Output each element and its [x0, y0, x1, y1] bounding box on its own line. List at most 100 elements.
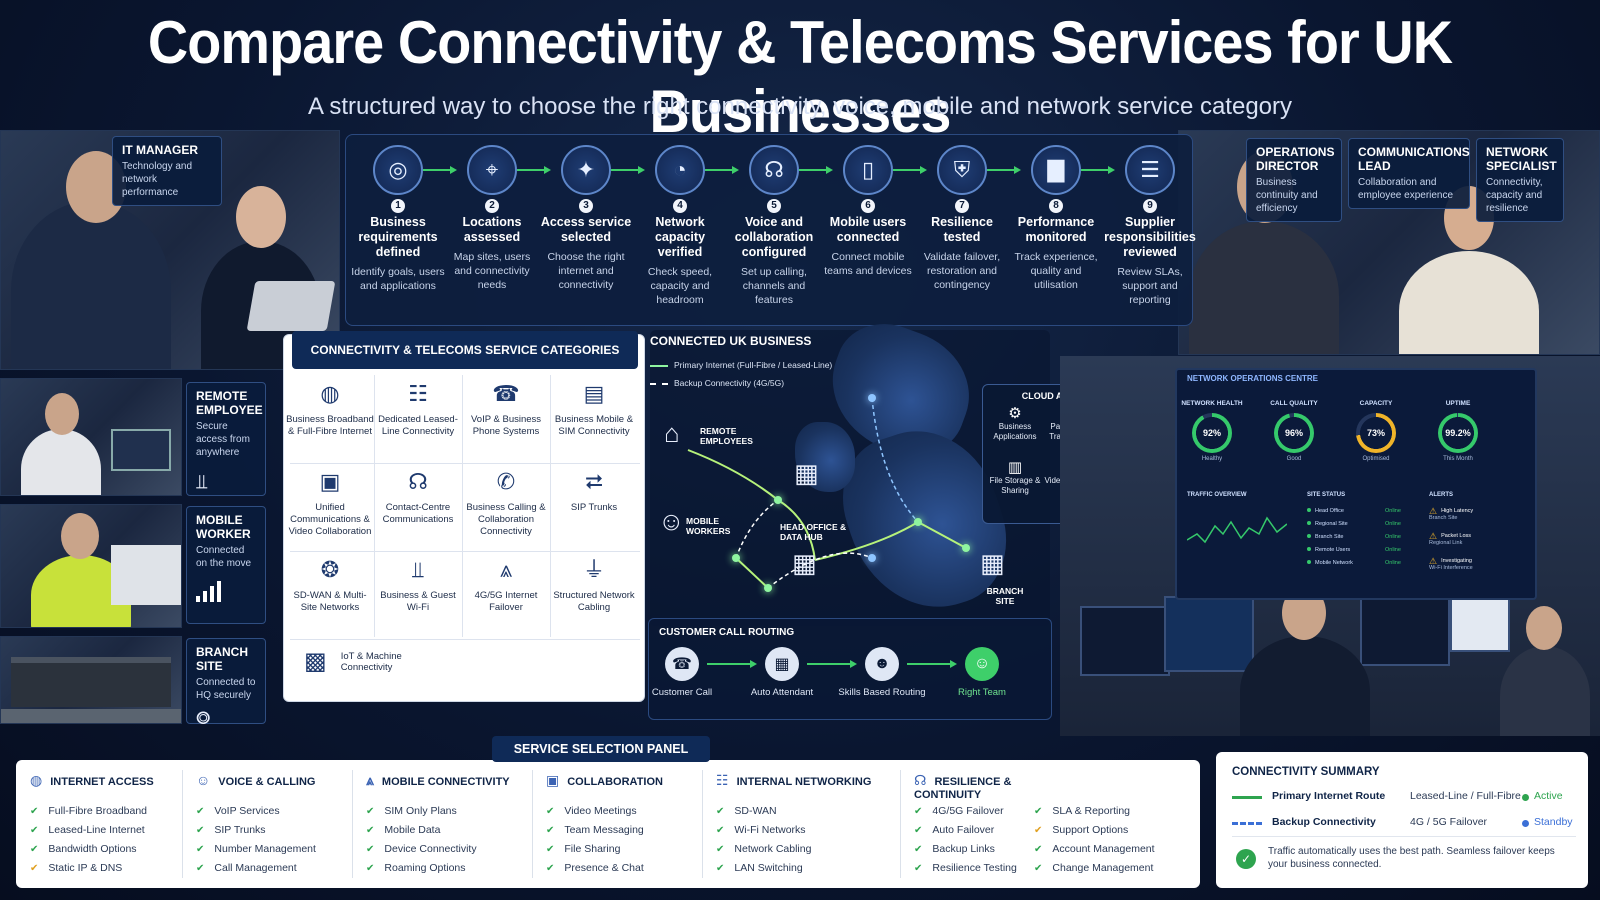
cloud-app[interactable]: ⚙Business Applications [987, 406, 1043, 442]
selection-option[interactable]: ✔SLA & Reporting [1034, 805, 1131, 817]
map-node [732, 554, 740, 562]
user-icon: ☺ [965, 647, 999, 681]
routing-step-label: Skills Based Routing [838, 687, 926, 698]
selection-option[interactable]: ✔Static IP & DNS [30, 862, 123, 874]
site-status: Online [1385, 508, 1401, 514]
headset-icon: ☊ [914, 772, 927, 788]
service-category[interactable]: ☊Contact-Centre Communications [374, 467, 462, 526]
wifi-icon: ⫫ [411, 557, 425, 582]
screen-share-icon: ▣ [546, 772, 560, 788]
selection-option[interactable]: ✔File Sharing [546, 843, 621, 855]
selection-option[interactable]: ✔Device Connectivity [366, 843, 477, 855]
selection-option[interactable]: ✔Bandwidth Options [30, 843, 137, 855]
cloud-app-label: File Storage & Sharing [989, 476, 1041, 495]
selection-option[interactable]: ✔Video Meetings [546, 805, 637, 817]
gauge-status: This Month [1443, 456, 1473, 462]
selection-option[interactable]: ✔Change Management [1034, 862, 1154, 874]
service-category[interactable]: ▣Unified Communications & Video Collabor… [286, 467, 374, 538]
selection-column: ☺VOICE & CALLING✔VoIP Services✔SIP Trunk… [182, 760, 352, 888]
step-description: Connect mobile teams and devices [824, 251, 912, 277]
selection-option[interactable]: ✔Support Options [1034, 824, 1129, 836]
selection-option[interactable]: ✔Roaming Options [366, 862, 466, 874]
sip-trunk-icon: ⮂ [585, 469, 603, 494]
service-category[interactable]: ❂SD-WAN & Multi-Site Networks [286, 555, 374, 614]
network-switch-icon: ☷ [408, 381, 428, 406]
summary-label: Primary Internet Route [1272, 790, 1386, 802]
selection-option[interactable]: ✔Team Messaging [546, 824, 644, 836]
service-category[interactable]: ✆Business Calling & Collaboration Connec… [462, 467, 550, 538]
category-label: IoT & Machine Connectivity [340, 650, 402, 673]
alerts-label: ALERTS [1429, 492, 1453, 498]
selection-option[interactable]: ✔Backup Links [914, 843, 995, 855]
service-category[interactable]: ◍Business Broadband & Full-Fibre Interne… [286, 379, 374, 438]
routing-step: ☺Right Team [937, 647, 1027, 698]
selection-option[interactable]: ✔Full-Fibre Broadband [30, 805, 148, 817]
gauge-ring: 96% [1274, 413, 1314, 453]
service-category[interactable]: ☎VoIP & Business Phone Systems [462, 379, 550, 438]
step-description: Choose the right internet and connectivi… [547, 251, 625, 291]
map-node [962, 544, 970, 552]
folder-icon: ▥ [1007, 459, 1023, 476]
selection-option[interactable]: ✔Network Cabling [716, 843, 812, 855]
gauge-ring: 99.2% [1438, 413, 1478, 453]
service-category[interactable]: ⏚Structured Network Cabling [550, 555, 638, 614]
step-title: Access service selected [540, 215, 632, 244]
selection-option[interactable]: ✔Presence & Chat [546, 862, 644, 874]
flow-arrow-icon [611, 166, 645, 174]
service-category[interactable]: ⩓4G/5G Internet Failover [462, 555, 550, 614]
check-icon: ✔ [30, 806, 39, 817]
phone-icon: ☎ [492, 381, 520, 406]
check-icon: ✔ [914, 863, 923, 874]
selection-option[interactable]: ✔4G/5G Failover [914, 805, 1004, 817]
site-name: Head Office [1315, 508, 1344, 514]
routing-step: ☎Customer Call [637, 647, 727, 698]
check-icon: ✔ [366, 825, 375, 836]
step-description: Set up calling, channels and features [741, 266, 807, 306]
selection-option[interactable]: ✔Auto Failover [914, 824, 995, 836]
summary-note: ✓ Traffic automatically uses the best pa… [1232, 836, 1576, 871]
selection-option[interactable]: ✔VoIP Services [196, 805, 280, 817]
cloud-app[interactable]: ▥File Storage & Sharing [987, 459, 1043, 496]
sim-card-icon: ▤ [583, 381, 605, 406]
smartphone-icon: ▯ [843, 145, 893, 195]
selection-option[interactable]: ✔Call Management [196, 862, 297, 874]
check-icon: ✔ [1034, 844, 1043, 855]
step-title: Voice and collaboration configured [734, 215, 814, 259]
selection-option[interactable]: ✔LAN Switching [716, 862, 803, 874]
selection-option[interactable]: ✔Resilience Testing [914, 862, 1017, 874]
bar-chart-icon: ▇ [1031, 145, 1081, 195]
alert-title: Packet Loss [1441, 533, 1472, 539]
selection-option[interactable]: ✔Account Management [1034, 843, 1155, 855]
service-category[interactable]: ⫫Business & Guest Wi-Fi [374, 555, 462, 614]
column-divider [900, 770, 901, 878]
category-label: Business Broadband & Full-Fibre Internet [286, 414, 374, 437]
service-category[interactable]: ☷Dedicated Leased-Line Connectivity [374, 379, 462, 438]
category-label: 4G/5G Internet Failover [474, 590, 538, 613]
clipboard-icon: ☰ [1125, 145, 1175, 195]
selection-option[interactable]: ✔Number Management [196, 843, 316, 855]
check-circle-icon: ✓ [1236, 849, 1256, 869]
selection-option[interactable]: ✔Leased-Line Internet [30, 824, 145, 836]
selection-option[interactable]: ✔SIP Trunks [196, 824, 266, 836]
status-dot [1307, 534, 1311, 538]
check-icon: ✔ [30, 825, 39, 836]
role-tag-operations-director: OPERATIONS DIRECTOR Business continuity … [1246, 138, 1342, 222]
selection-option[interactable]: ✔SD-WAN [716, 805, 777, 817]
service-category[interactable]: ⮂SIP Trunks [550, 467, 638, 514]
column-divider [352, 770, 353, 878]
grid-divider [290, 639, 640, 640]
site-status-label: SITE STATUS [1307, 492, 1346, 498]
selection-option[interactable]: ✔Mobile Data [366, 824, 441, 836]
connectivity-summary: CONNECTIVITY SUMMARY ✓ Traffic automatic… [1216, 752, 1588, 888]
service-category[interactable]: ▤Business Mobile & SIM Connectivity [550, 379, 638, 438]
service-category[interactable]: ▩IoT & Machine Connectivity [304, 647, 411, 676]
selection-option[interactable]: ✔SIM Only Plans [366, 805, 457, 817]
selection-option[interactable]: ✔Wi-Fi Networks [716, 824, 806, 836]
